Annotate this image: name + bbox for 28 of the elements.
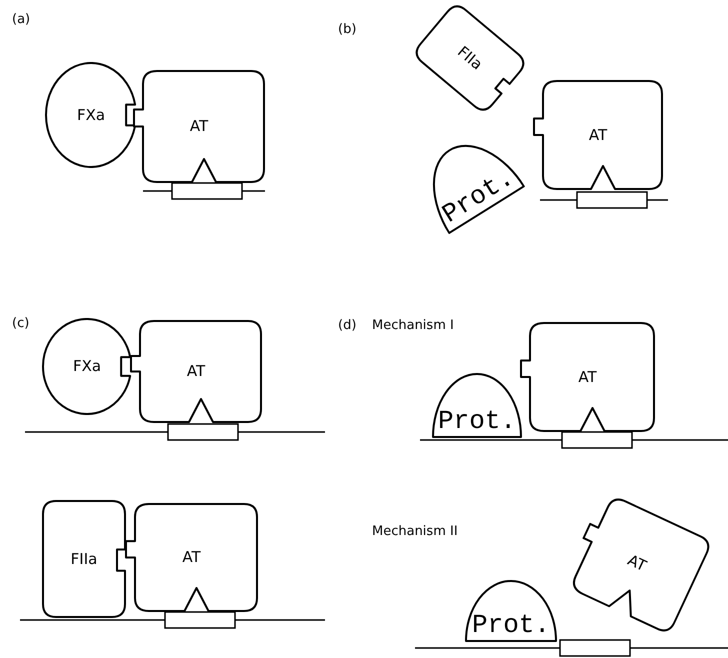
- molecule-label: Prot.: [472, 612, 550, 638]
- antithrombin-shape: [130, 320, 262, 423]
- molecule-label: AT: [588, 124, 608, 146]
- protamine-shape: [465, 580, 557, 642]
- antithrombin-shape: [133, 70, 265, 183]
- panel-label: (c): [12, 315, 30, 333]
- molecule-label: FXa: [72, 356, 102, 378]
- mechanism-heading: Mechanism II: [372, 523, 458, 541]
- molecule-label: AT: [624, 550, 650, 577]
- molecule-label: AT: [186, 361, 206, 382]
- molecule-label: AT: [578, 366, 597, 388]
- molecule-label: AT: [182, 547, 201, 568]
- thrombin-shape: [42, 500, 126, 618]
- molecule-label: FIIa: [70, 548, 98, 570]
- molecule-label: FXa: [76, 104, 106, 126]
- molecule-label: Prot.: [438, 164, 518, 228]
- panel-label: (d): [338, 317, 356, 335]
- factor-xa-shape: [45, 62, 137, 168]
- molecule-label: FIIa: [453, 41, 488, 76]
- molecule-label: AT: [190, 116, 208, 138]
- panel-label: (b): [338, 21, 356, 39]
- antithrombin-shape: [533, 80, 663, 190]
- molecule-label: Prot.: [438, 408, 516, 434]
- factor-xa-shape: [42, 318, 132, 415]
- protamine-shape: [432, 373, 522, 438]
- mechanism-heading: Mechanism I: [372, 317, 454, 335]
- antithrombin-shape: [125, 503, 258, 612]
- panel-label: (a): [12, 11, 30, 29]
